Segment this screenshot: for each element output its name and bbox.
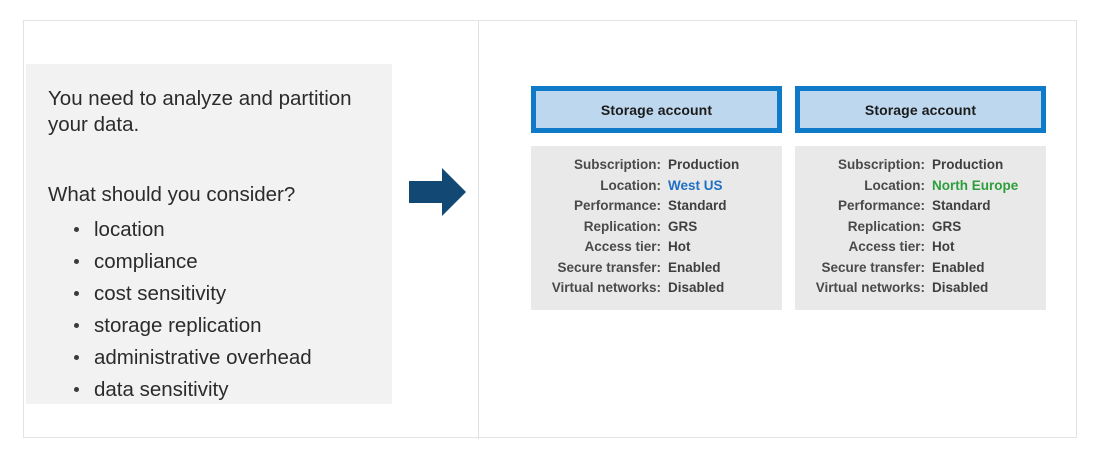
- bullet-icon: [74, 323, 79, 328]
- consideration-item: cost sensitivity: [72, 278, 374, 310]
- right-arrow-icon: [409, 166, 467, 218]
- property-label: Performance:: [573, 198, 661, 213]
- panel-divider: [478, 21, 479, 439]
- property-value: Enabled: [668, 259, 721, 275]
- property-value: Production: [668, 157, 740, 172]
- property-row: Virtual networks: Disabled: [543, 278, 770, 299]
- property-value: Hot: [932, 239, 955, 254]
- property-row: Secure transfer: Enabled: [543, 258, 770, 279]
- property-value: GRS: [668, 218, 698, 234]
- property-value: Disabled: [932, 280, 989, 295]
- property-row: Access tier: Hot: [807, 237, 1034, 258]
- consideration-label: administrative overhead: [94, 346, 312, 369]
- property-label: Access tier:: [848, 239, 925, 254]
- property-row: Replication: GRS: [807, 217, 1034, 238]
- storage-account-title: Storage account: [864, 101, 977, 118]
- property-row: Secure transfer: Enabled: [807, 258, 1034, 279]
- property-value: North Europe: [932, 177, 1019, 193]
- property-value: Standard: [668, 198, 727, 213]
- bullet-icon: [74, 355, 79, 360]
- property-row: Subscription: Production: [543, 155, 770, 176]
- consideration-item: location: [72, 214, 374, 246]
- property-value: West US: [668, 177, 723, 193]
- consideration-label: data sensitivity: [94, 378, 229, 401]
- consideration-label: compliance: [94, 250, 198, 273]
- consideration-item: storage replication: [72, 310, 374, 342]
- slide-canvas: You need to analyze and partition your d…: [23, 20, 1077, 439]
- property-value: Hot: [668, 239, 691, 254]
- bullet-icon: [74, 387, 79, 392]
- property-label: Subscription:: [574, 157, 661, 172]
- property-label: Virtual networks:: [551, 280, 661, 295]
- property-label: Location:: [864, 177, 925, 193]
- property-row: Replication: GRS: [543, 217, 770, 238]
- question-box: You need to analyze and partition your d…: [26, 64, 392, 404]
- property-value: Disabled: [668, 280, 725, 295]
- property-label: Virtual networks:: [815, 280, 925, 295]
- property-row: Performance: Standard: [543, 196, 770, 217]
- consideration-list: location compliance cost sensitivity storag…: [48, 214, 374, 406]
- storage-account-header: Storage account: [795, 86, 1046, 133]
- consideration-label: storage replication: [94, 314, 262, 337]
- property-value: GRS: [932, 218, 962, 234]
- property-label: Access tier:: [584, 239, 661, 254]
- property-label: Secure transfer:: [821, 259, 925, 275]
- property-label: Replication:: [583, 218, 661, 234]
- property-row: Subscription: Production: [807, 155, 1034, 176]
- property-row: Performance: Standard: [807, 196, 1034, 217]
- consideration-label: location: [94, 218, 165, 241]
- bullet-icon: [74, 227, 79, 232]
- bullet-icon: [74, 259, 79, 264]
- property-value: Production: [932, 157, 1004, 172]
- property-row: Virtual networks: Disabled: [807, 278, 1034, 299]
- property-row: Location: West US: [543, 176, 770, 197]
- property-label: Location:: [600, 177, 661, 193]
- storage-account-header: Storage account: [531, 86, 782, 133]
- property-row: Access tier: Hot: [543, 237, 770, 258]
- property-label: Secure transfer:: [557, 259, 661, 275]
- consideration-item: administrative overhead: [72, 342, 374, 374]
- property-label: Replication:: [847, 218, 925, 234]
- question-lead-text: You need to analyze and partition your d…: [48, 87, 352, 136]
- property-label: Subscription:: [838, 157, 925, 172]
- storage-account-title: Storage account: [600, 101, 713, 118]
- consideration-item: compliance: [72, 246, 374, 278]
- property-value: Standard: [932, 198, 991, 213]
- property-label: Performance:: [837, 198, 925, 213]
- consideration-item: data sensitivity: [72, 374, 374, 406]
- question-prompt-text: What should you consider?: [48, 183, 296, 206]
- property-value: Enabled: [932, 259, 985, 275]
- consideration-label: cost sensitivity: [94, 282, 227, 305]
- bullet-icon: [74, 291, 79, 296]
- property-row: Location: North Europe: [807, 176, 1034, 197]
